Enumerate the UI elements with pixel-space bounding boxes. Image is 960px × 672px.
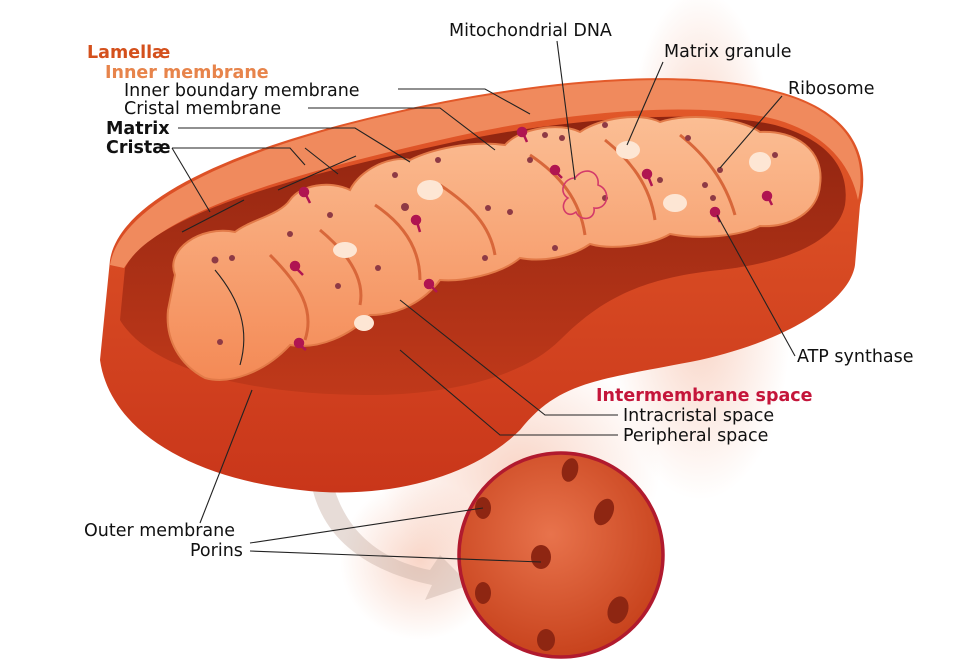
label-ribosome: Ribosome xyxy=(788,79,874,99)
label-cristae: Cristæ xyxy=(106,138,171,158)
mitochondrial-dna-strand xyxy=(562,170,608,220)
leader-lines xyxy=(171,40,796,563)
label-intracristal-space: Intracristal space xyxy=(623,406,774,426)
label-outer-membrane: Outer membrane xyxy=(84,521,235,541)
label-porins: Porins xyxy=(190,541,243,561)
label-inner-membrane: Inner membrane xyxy=(105,63,269,83)
label-matrix-granule: Matrix granule xyxy=(664,42,792,62)
label-atp-synthase: ATP synthase xyxy=(797,347,914,367)
label-lamellae: Lamellæ xyxy=(87,43,170,63)
label-matrix: Matrix xyxy=(106,119,170,139)
labels: Lamellæ Inner membrane Inner boundary me… xyxy=(84,21,914,561)
label-inner-boundary-membrane: Inner boundary membrane xyxy=(124,81,360,101)
label-mitochondrial-dna: Mitochondrial DNA xyxy=(449,21,612,41)
label-cristal-membrane: Cristal membrane xyxy=(124,99,281,119)
ribosomes xyxy=(211,122,778,345)
label-intermembrane-space: Intermembrane space xyxy=(596,386,813,406)
label-peripheral-space: Peripheral space xyxy=(623,426,768,446)
porin-magnified-view xyxy=(457,451,665,659)
atp-synthases xyxy=(289,126,774,351)
matrix-granules xyxy=(333,141,771,331)
